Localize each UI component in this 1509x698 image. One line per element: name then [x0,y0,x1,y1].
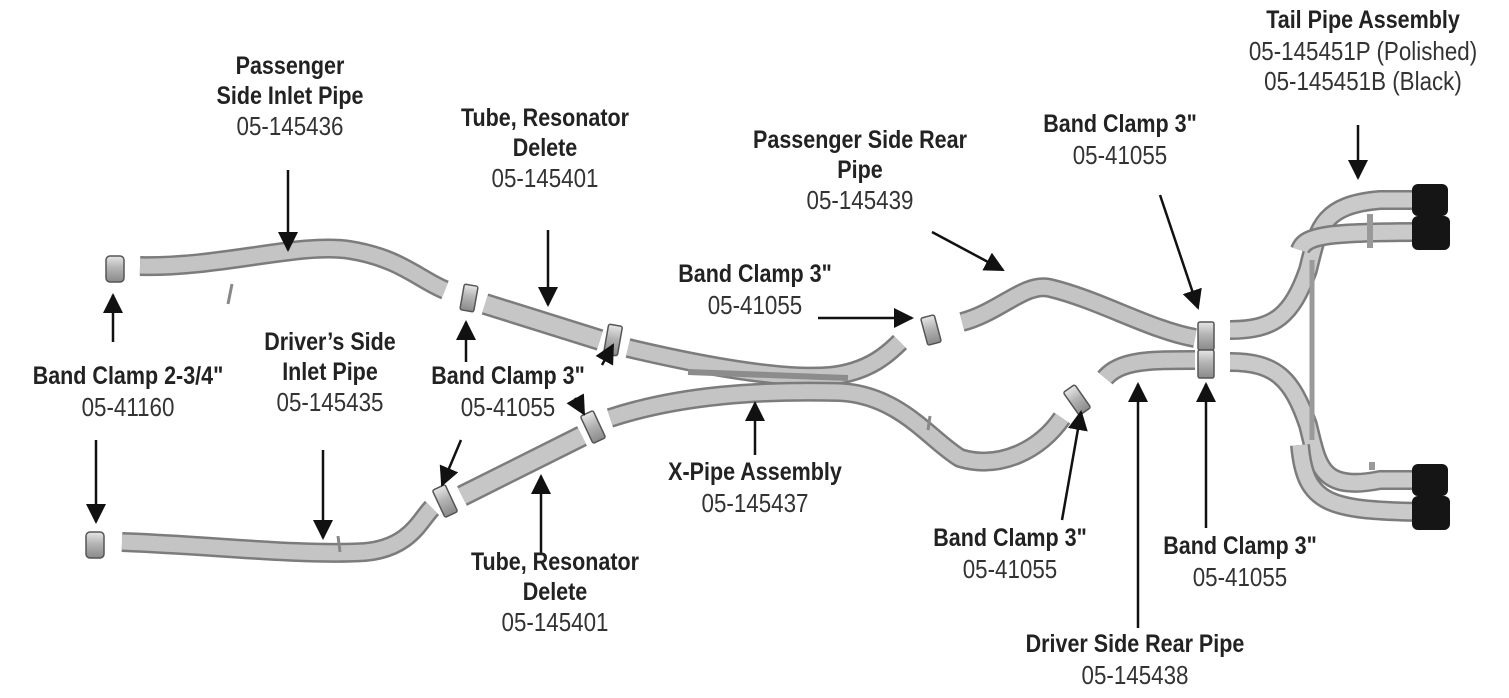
label-band-clamp-bottom-right-1: Band Clamp 3" 05-41055 [933,524,1087,584]
label-tail-pipe-assembly: Tail Pipe Assembly 05-145451P (Polished)… [1248,6,1478,97]
clamp-2-34-bottom [85,531,105,559]
label-xpipe-assembly: X-Pipe Assembly 05-145437 [668,458,842,518]
label-band-clamp-2-34: Band Clamp 2-3/4" 05-41160 [32,362,224,422]
label-band-clamp-bottom-right-2: Band Clamp 3" 05-41055 [1163,532,1317,592]
label-band-clamp-xover: Band Clamp 3" 05-41055 [678,260,832,320]
label-passenger-inlet: Passenger Side Inlet Pipe 05-145436 [216,52,364,141]
label-driver-inlet: Driver’s Side Inlet Pipe 05-145435 [264,328,396,417]
label-driver-rear-pipe: Driver Side Rear Pipe 05-145438 [1025,630,1245,690]
exhaust-tips [1412,184,1450,530]
clamp-2-34-top [105,255,125,283]
label-resonator-top: Tube, Resonator Delete 05-145401 [460,104,630,193]
pipes [121,238,1197,563]
clamps [85,255,1215,559]
tail-pipe-assembly [1229,190,1421,522]
label-band-clamp-top-right: Band Clamp 3" 05-41055 [1043,110,1197,170]
label-band-clamp-mid: Band Clamp 3" 05-41055 [431,362,585,422]
label-passenger-rear: Passenger Side Rear Pipe 05-145439 [753,126,967,215]
label-resonator-bottom: Tube, Resonator Delete 05-145401 [470,548,640,637]
callout-arrows [86,125,1368,628]
